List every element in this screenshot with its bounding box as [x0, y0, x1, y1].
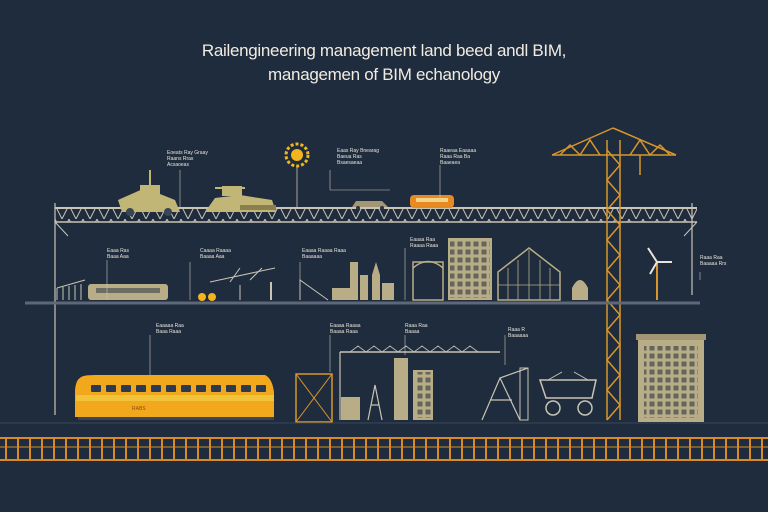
middle-level-structures: [56, 238, 588, 301]
annotation-a5-line1: Caaaa Raaaa: [200, 248, 231, 254]
annotation-a2: Eaas Ray Bnearag Baeua Ras Bsaesaeaa: [337, 148, 379, 166]
annotation-a7-line2: Raaaa Raaa: [410, 243, 439, 249]
annotation-a8: Raaa Raa Baaaaa Rrs: [700, 255, 726, 267]
annotation-a8-line2: Baaaaa Rrs: [700, 261, 727, 267]
diagram-title-line-2: managemen of BIM echanology: [268, 65, 500, 84]
sun-icon: [284, 142, 310, 168]
passenger-train: RABS: [75, 375, 274, 420]
annotation-a10: Eaaaa Raaaa Baaaa Raaa: [330, 323, 361, 335]
annotation-a10-line2: Baaaa Raaa: [330, 329, 358, 335]
annotation-a11-line1: Raaa Raa: [405, 323, 428, 329]
bulldozer-machine: [205, 186, 276, 212]
excavator-machine: [118, 170, 180, 216]
annotation-a1-line2: Raans Rras: [167, 156, 194, 162]
callout-lines: [106, 165, 701, 375]
annotation-a1-line3: Acsaoeas: [167, 162, 189, 168]
ground-railway-track: [0, 422, 768, 461]
train-label: RABS: [132, 406, 146, 412]
annotation-a2-line1: Eaas Ray Bnearag: [337, 148, 379, 154]
annotation-a11: Raaa Raa Baaaa: [405, 323, 428, 335]
annotation-a9: Eaaaaa Raa Baaa Raaa: [156, 323, 184, 335]
annotation-a12-line1: Raaa R: [508, 327, 525, 333]
annotation-a2-line2: Baeua Ras: [337, 154, 362, 160]
annotation-a3-line1: Raaeaa Eaaaaa: [440, 148, 477, 154]
diagram-title-line-1: Railengineering management land beed and…: [201, 41, 567, 60]
annotation-a12: Raaa R Baaaaaa: [508, 327, 528, 339]
car-on-bridge: [352, 201, 388, 210]
annotation-a3: Raaeaa Eaaaaa Raaa Raa Ba Baaeaea: [440, 148, 476, 166]
annotation-a7-line1: Eaaaa Raa: [410, 237, 436, 243]
tram-on-bridge: [410, 195, 454, 208]
annotation-a7: Eaaaa Raa Raaaa Raaa: [410, 237, 438, 249]
annotation-a5: Caaaa Raaaa Baaaa Aaa: [200, 248, 231, 260]
annotation-a12-line2: Baaaaaa: [508, 333, 529, 339]
annotation-a9-line1: Eaaaaa Raa: [156, 323, 184, 329]
annotation-a1: Eoeats Ray Graay Raans Rras Acsaoeas: [167, 150, 208, 168]
wind-turbine: [647, 247, 672, 300]
annotation-a6: Eaaaa Raaaa Raaa Baaaaaa: [302, 248, 346, 260]
annotation-a6-line1: Eaaaa Raaaa Raaa: [302, 248, 346, 254]
tower-crane: [551, 127, 677, 421]
annotation-a6-line2: Baaaaaa: [302, 254, 323, 260]
annotation-a4-line2: Baaa Aaa: [107, 254, 129, 260]
annotation-a4: Eaaa Ras Baaa Aaa: [107, 248, 129, 260]
annotation-a9-line2: Baaa Raaa: [156, 329, 182, 335]
annotation-a3-line3: Baaeaea: [440, 160, 461, 166]
annotation-a10-line1: Eaaaa Raaaa: [330, 323, 361, 329]
annotation-a1-line1: Eoeats Ray Graay: [167, 150, 208, 156]
lower-level-structures: [295, 334, 706, 423]
annotation-a5-line2: Baaaa Aaa: [200, 254, 225, 260]
annotation-a11-line2: Baaaa: [405, 329, 420, 335]
annotation-a3-line2: Raaa Raa Ba: [440, 154, 471, 160]
annotation-a2-line3: Bsaesaeaa: [337, 160, 363, 166]
annotation-a4-line1: Eaaa Ras: [107, 248, 129, 254]
annotation-a8-line1: Raaa Raa: [700, 255, 723, 261]
